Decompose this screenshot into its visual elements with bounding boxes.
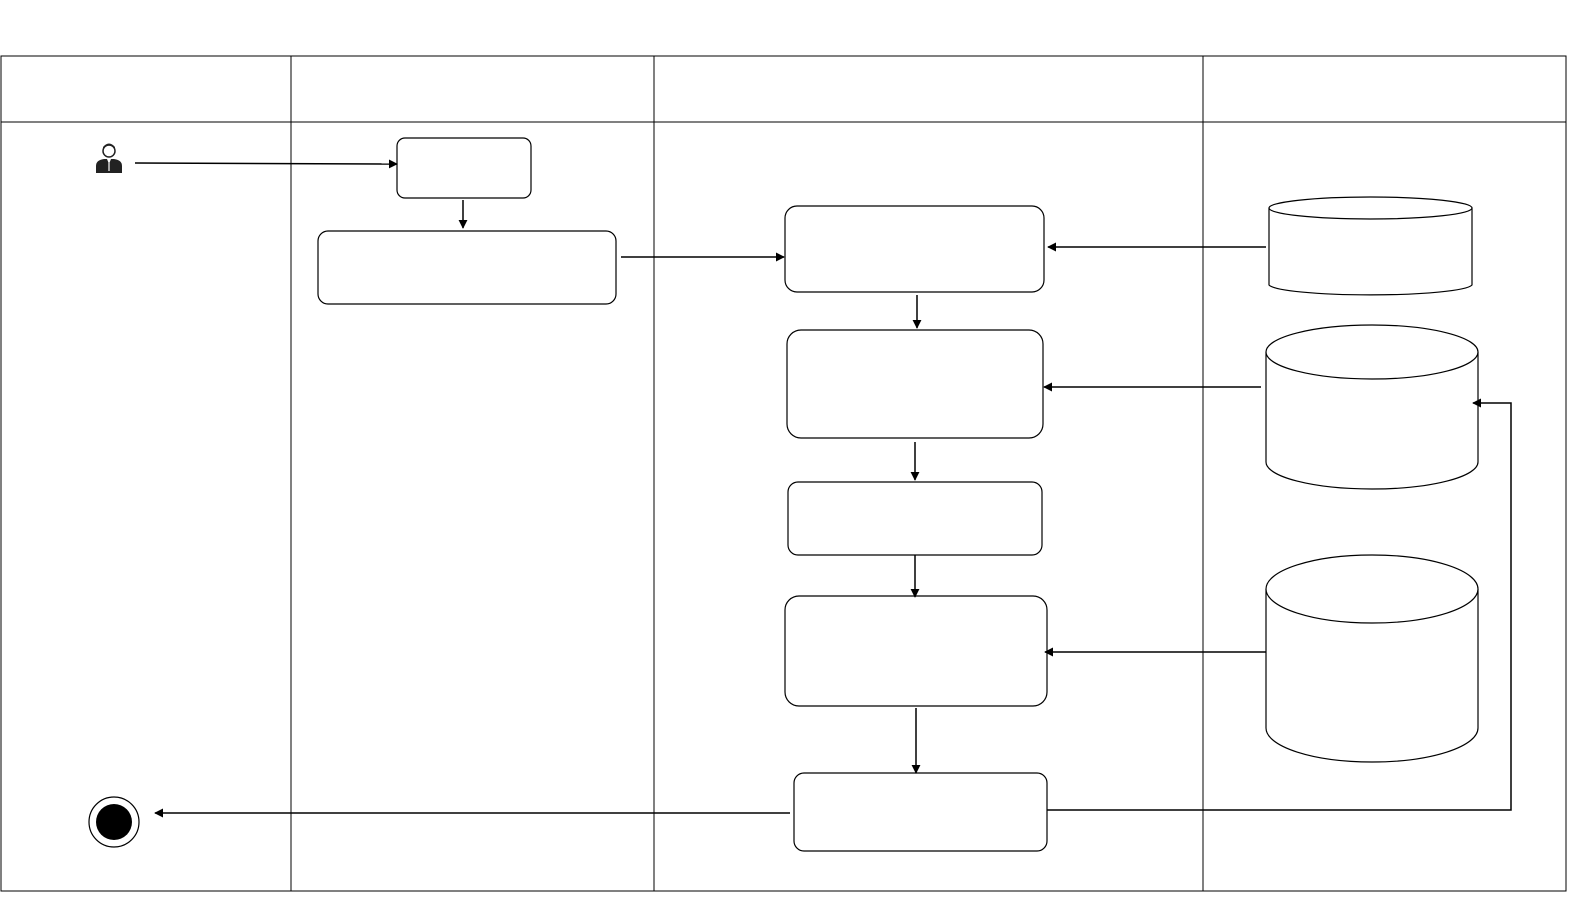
- activity-3: [784, 205, 1045, 293]
- user-icon: [96, 143, 122, 173]
- datastore-3: [1265, 554, 1479, 763]
- activity-7: [793, 772, 1048, 852]
- activity-6: [784, 595, 1048, 707]
- activity-4: [786, 329, 1044, 439]
- activity-1: [396, 137, 532, 199]
- end-node-icon: [88, 796, 140, 848]
- datastore-1: [1268, 196, 1473, 296]
- activity-2: [317, 230, 617, 305]
- arrow-actor-to-activity-1: [134, 159, 398, 169]
- arrow-activity-7-to-store-2: [1047, 398, 1512, 811]
- activity-5: [787, 481, 1043, 556]
- swimlane-frame: [0, 55, 1567, 892]
- swimlane-border: [0, 55, 1567, 892]
- datastore-2: [1265, 324, 1479, 490]
